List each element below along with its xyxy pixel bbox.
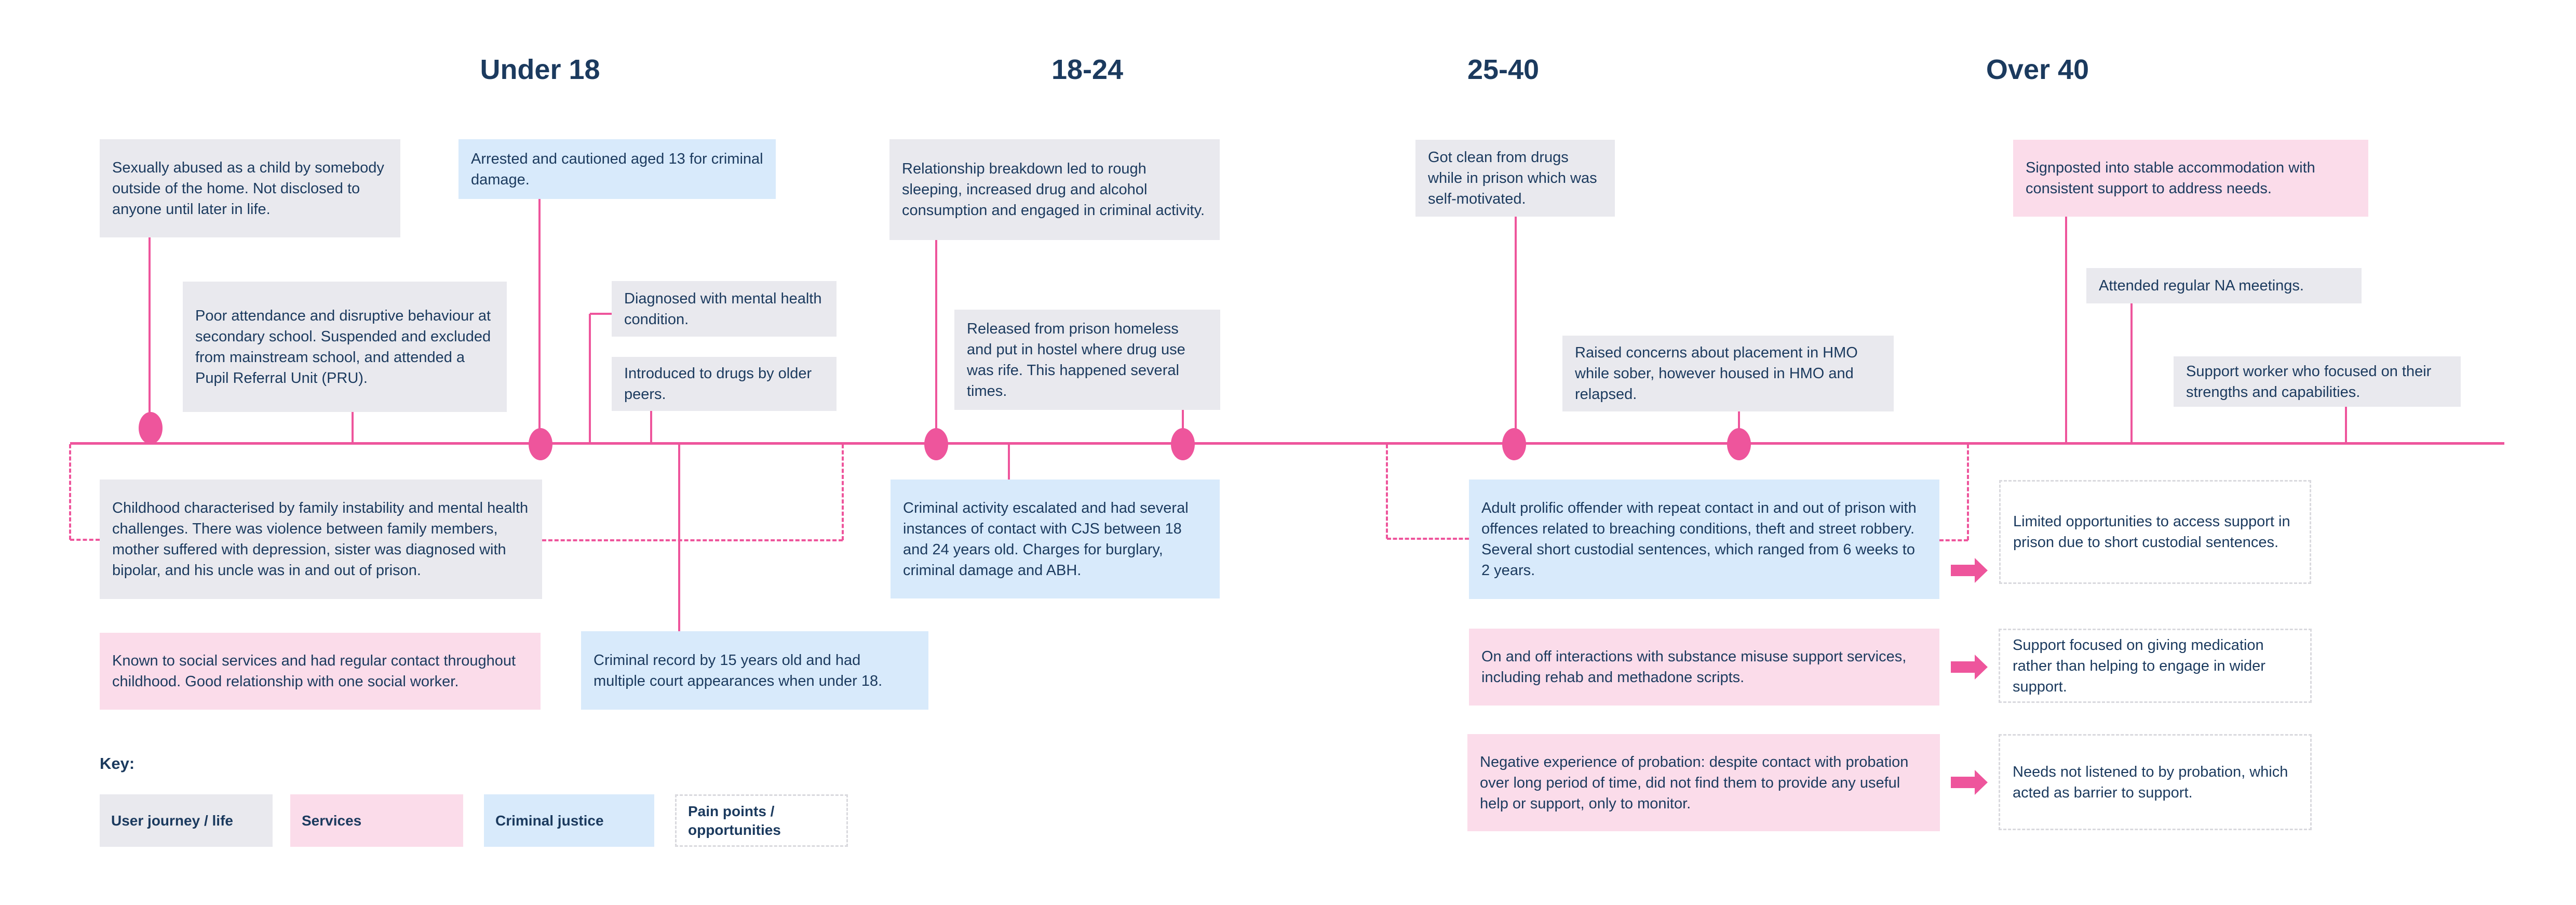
event-box-text: Limited opportunities to access support … <box>2013 513 2290 551</box>
event-box-medication-focused-support: Support focused on giving medication rat… <box>1999 629 2312 703</box>
key-item-pain-points-opportunities: Pain points / opportunities <box>675 794 848 847</box>
event-box-text: Signposted into stable accommodation wit… <box>2026 159 2315 197</box>
event-box-text: Support focused on giving medication rat… <box>2013 636 2265 695</box>
dashed-connector <box>1386 444 1388 539</box>
event-box-known-to-social-services: Known to social services and had regular… <box>100 633 541 710</box>
event-box-released-homeless-hostel: Released from prison homeless and put in… <box>954 310 1220 410</box>
event-box-needs-not-listened-to: Needs not listened to by probation, whic… <box>1999 734 2312 830</box>
timeline-dot <box>924 428 948 460</box>
dashed-connector <box>70 539 100 541</box>
event-box-signposted-accommodation: Signposted into stable accommodation wit… <box>2013 140 2368 217</box>
event-box-text: Needs not listened to by probation, whic… <box>2013 763 2288 801</box>
event-box-criminal-activity-escalated: Criminal activity escalated and had seve… <box>891 480 1220 598</box>
timeline-dot <box>529 428 552 460</box>
arrow-to-needs-not-listened-icon <box>1951 777 1975 788</box>
connector-line <box>1008 444 1010 480</box>
key-title: Key: <box>100 754 135 773</box>
timeline-dot <box>1171 428 1195 460</box>
connector-line <box>1515 217 1517 444</box>
event-box-attended-na-meetings: Attended regular NA meetings. <box>2086 268 2362 303</box>
event-box-text: Relationship breakdown led to rough slee… <box>902 161 1205 219</box>
event-box-text: Attended regular NA meetings. <box>2099 277 2304 294</box>
connector-line <box>1182 410 1184 444</box>
connector-line <box>650 411 652 443</box>
event-box-text: Negative experience of probation: despit… <box>1480 753 1909 812</box>
event-box-diagnosed-mental-health: Diagnosed with mental health condition. <box>612 281 837 337</box>
connector-line <box>2065 217 2067 443</box>
key-item-user-journey-life: User journey / life <box>100 794 273 847</box>
connector-line <box>589 314 591 443</box>
event-box-text: Known to social services and had regular… <box>112 653 516 690</box>
connector-line <box>2345 407 2347 443</box>
event-box-limited-prison-support: Limited opportunities to access support … <box>1999 480 2311 584</box>
event-box-introduced-to-drugs: Introduced to drugs by older peers. <box>612 357 837 411</box>
event-box-raised-concerns-hmo: Raised concerns about placement in HMO w… <box>1562 336 1894 411</box>
event-box-text: Sexually abused as a child by somebody o… <box>112 159 384 218</box>
event-box-text: Criminal activity escalated and had seve… <box>903 499 1189 579</box>
event-box-negative-probation-experience: Negative experience of probation: despit… <box>1467 734 1940 831</box>
event-box-text: Childhood characterised by family instab… <box>112 500 529 579</box>
event-box-text: Introduced to drugs by older peers. <box>624 365 812 403</box>
event-box-text: Adult prolific offender with repeat cont… <box>1481 500 1917 579</box>
era-title-18-24: 18-24 <box>1051 54 1124 85</box>
connector-line <box>352 412 354 443</box>
event-box-adult-prolific-offender: Adult prolific offender with repeat cont… <box>1469 480 1939 599</box>
arrow-to-medication-focused-support-icon <box>1951 661 1975 673</box>
connector-line <box>590 313 612 315</box>
connector-line <box>2130 303 2133 443</box>
event-box-support-worker-strengths: Support worker who focused on their stre… <box>2174 356 2461 407</box>
event-box-got-clean-in-prison: Got clean from drugs while in prison whi… <box>1415 140 1615 217</box>
timeline-axis <box>70 442 2504 445</box>
event-box-text: Support worker who focused on their stre… <box>2186 363 2432 401</box>
event-box-text: Poor attendance and disruptive behaviour… <box>195 307 491 387</box>
event-box-text: Raised concerns about placement in HMO w… <box>1575 344 1858 403</box>
dashed-connector <box>1939 539 1968 541</box>
event-box-substance-misuse-interactions: On and off interactions with substance m… <box>1469 629 1939 706</box>
dashed-connector <box>1387 538 1469 540</box>
timeline-dot <box>1502 428 1526 460</box>
key-item-criminal-justice: Criminal justice <box>484 794 654 847</box>
event-box-poor-attendance-school: Poor attendance and disruptive behaviour… <box>183 282 507 412</box>
event-box-relationship-breakdown: Relationship breakdown led to rough slee… <box>889 139 1220 240</box>
event-box-text: Diagnosed with mental health condition. <box>624 290 822 328</box>
dashed-connector <box>842 444 844 540</box>
dashed-connector <box>69 444 71 540</box>
event-box-childhood-family-instability: Childhood characterised by family instab… <box>100 480 542 599</box>
dashed-connector <box>542 539 843 541</box>
event-box-text: On and off interactions with substance m… <box>1481 648 1907 686</box>
era-title-25-40: 25-40 <box>1467 54 1540 85</box>
era-title-under-18: Under 18 <box>480 54 600 85</box>
dashed-connector <box>1967 444 1969 540</box>
connector-line <box>538 199 541 444</box>
event-box-text: Arrested and cautioned aged 13 for crimi… <box>471 150 763 188</box>
event-box-text: Got clean from drugs while in prison whi… <box>1428 149 1597 207</box>
era-title-over-40: Over 40 <box>1986 54 2089 85</box>
key-item-services: Services <box>290 794 463 847</box>
event-box-text: Criminal record by 15 years old and had … <box>594 651 883 689</box>
event-box-criminal-record-by-15: Criminal record by 15 years old and had … <box>581 631 928 710</box>
timeline-dot <box>1727 428 1751 460</box>
arrow-to-limited-prison-support-icon <box>1951 565 1975 576</box>
event-box-arrested-cautioned-13: Arrested and cautioned aged 13 for crimi… <box>458 139 776 199</box>
connector-line <box>149 235 151 416</box>
event-box-sexual-abuse-childhood: Sexually abused as a child by somebody o… <box>100 139 400 237</box>
event-box-text: Released from prison homeless and put in… <box>967 320 1185 400</box>
connector-line <box>935 240 937 444</box>
connector-line <box>678 444 680 631</box>
timeline-dot <box>139 412 163 444</box>
connector-line <box>1738 411 1740 444</box>
